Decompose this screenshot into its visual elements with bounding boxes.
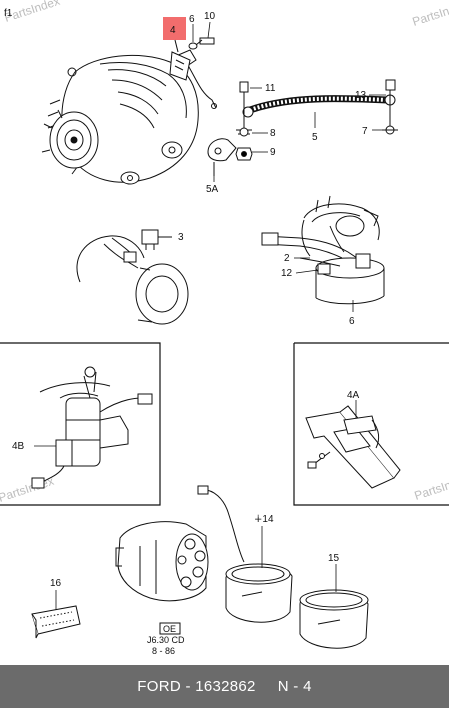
bracket-4a-drawing [305,405,401,489]
callout-15[interactable]: 15 [328,553,340,564]
sheet-reference: f1 [4,8,13,19]
callout-4[interactable]: 4 [170,25,176,36]
footer-page-ref: N - 4 [277,678,312,695]
connector-3-drawing [76,229,189,325]
bracket-5a-drawing [207,138,237,176]
parts-diagram: PartsIndex PartsIndex PartsIndex PartsIn… [0,0,449,656]
callout-leaders-top [192,21,386,182]
watermark-mid-left: PartsIndex [0,474,55,505]
ground-strap-5-drawing [235,79,398,161]
footer-part-number: FORD - 1632862 [137,678,256,695]
callout-5[interactable]: 5 [312,132,318,143]
suppressor-4b-drawing [31,366,153,489]
stamp-box [159,622,181,635]
distributor-cap-drawing [115,485,245,602]
callout-14[interactable]: ∔14 [254,514,274,525]
callout-11[interactable]: 11 [265,83,276,94]
callout-6-lower[interactable]: 6 [349,316,355,327]
cover-15-drawing [299,589,369,649]
callout-9[interactable]: 9 [270,147,276,158]
watermark-mid-right: PartsIndex [413,472,449,503]
callout-4b[interactable]: 4B [12,441,25,452]
callout-4a[interactable]: 4A [347,390,360,401]
distributor-connector-drawing [261,195,385,305]
callout-3[interactable]: 3 [178,232,184,243]
watermark-top-right: PartsIndex [411,0,449,29]
part-16-drawing [31,605,81,639]
stamp-line-2: 8 - 86 [152,646,175,656]
callout-2[interactable]: 2 [284,253,290,264]
callout-8[interactable]: 8 [270,128,276,139]
callout-12[interactable]: 12 [281,268,293,279]
footer-bar: FORD - 1632862 N - 4 [0,665,449,708]
callout-16[interactable]: 16 [50,578,62,589]
stamp-line-1: J6.30 CD [147,635,185,645]
callout-leaders-bottom [55,526,337,610]
callout-6[interactable]: 6 [189,14,195,25]
cover-14-drawing [225,563,293,623]
callout-5a[interactable]: 5A [206,184,219,195]
part-4-highlight[interactable] [163,17,186,40]
callout-10[interactable]: 10 [204,11,216,22]
callout-leaders-row2 [294,257,354,312]
alternator-drawing [41,37,217,185]
stamp-code: OE [163,624,176,634]
callout-13[interactable]: 13 [355,90,367,101]
callout-7[interactable]: 7 [362,126,368,137]
section-frames [0,342,449,506]
